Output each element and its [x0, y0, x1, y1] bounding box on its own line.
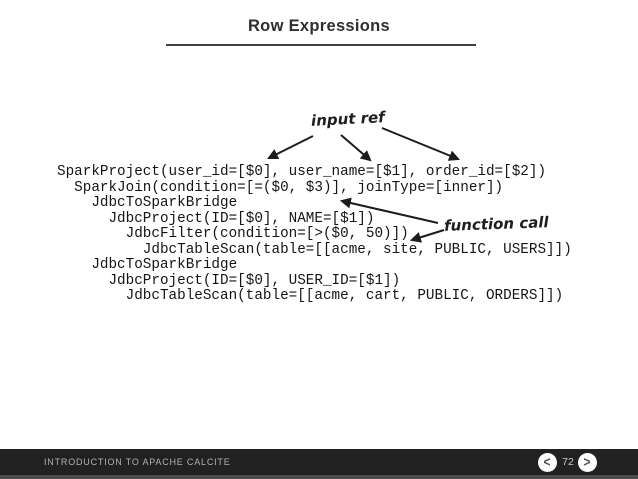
code-line: JdbcTableScan(table=[[acme, cart, PUBLIC… [57, 288, 564, 304]
code-line: JdbcFilter(condition=[>($0, 50)]) [57, 226, 409, 242]
code-line: JdbcTableScan(table=[[acme, site, PUBLIC… [57, 241, 572, 258]
code-line: JdbcToSparkBridge [57, 257, 238, 273]
chevron-left-icon: < [543, 453, 551, 471]
input-ref-arrow-left [267, 135, 314, 159]
title-divider [166, 44, 476, 46]
footer-bar: INTRODUCTION TO APACHE CALCITE < 72 > [0, 449, 638, 475]
prev-slide-button[interactable]: < [537, 452, 557, 472]
input-ref-arrow-right [381, 127, 461, 161]
code-line: JdbcProject(ID=[$0], USER_ID=[$1]) [57, 272, 401, 289]
input-ref-arrow-middle [340, 134, 372, 162]
code-line: JdbcToSparkBridge [57, 195, 238, 211]
page-title: Row Expressions [247, 17, 391, 35]
code-line: SparkProject(user_id=[$0], user_name=[$1… [57, 164, 547, 180]
code-line: JdbcProject(ID=[$0], NAME=[$1]) [57, 210, 375, 227]
code-line: SparkJoin(condition=[=($0, $3)], joinTyp… [57, 179, 504, 196]
code-block: SparkProject(user_id=[$0], user_name=[$1… [57, 164, 572, 305]
deck-title: INTRODUCTION TO APACHE CALCITE [44, 457, 231, 467]
chevron-right-icon: > [583, 453, 591, 471]
next-slide-button[interactable]: > [577, 452, 597, 472]
input-ref-annotation: input ref [310, 108, 386, 130]
page-number: 72 [562, 456, 574, 468]
footer-strip [0, 475, 638, 479]
